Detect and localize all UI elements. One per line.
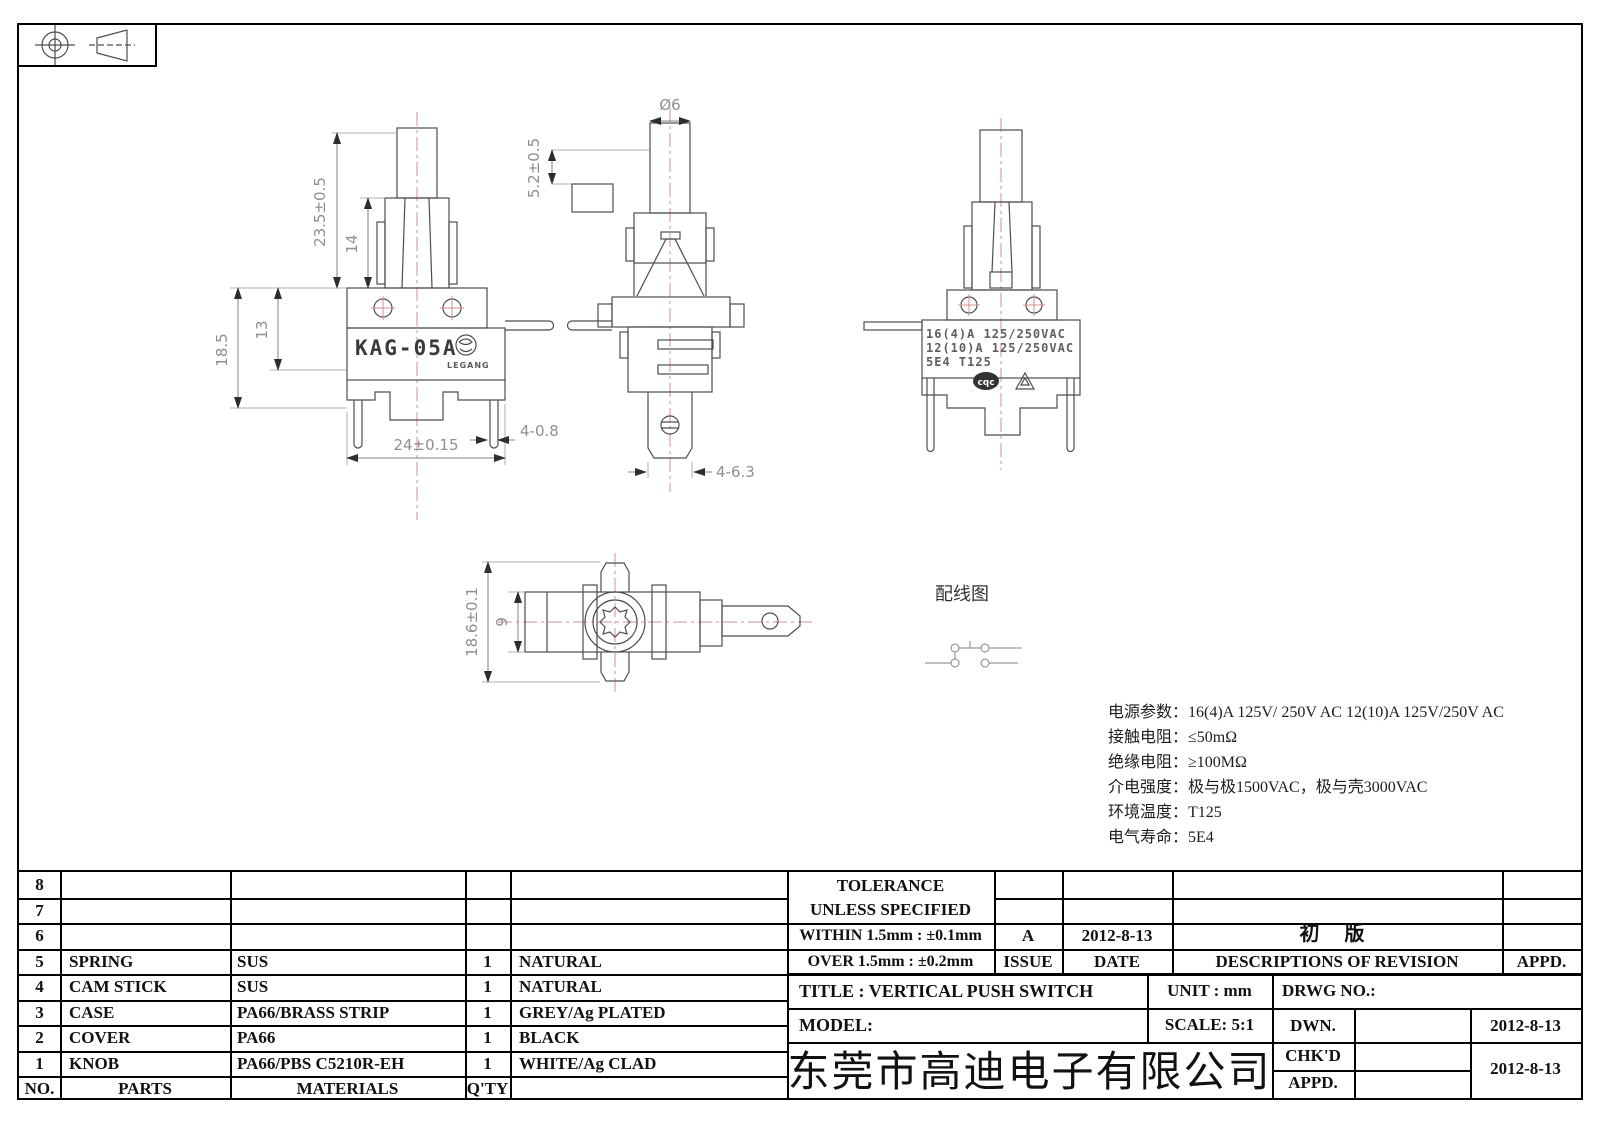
dim-front-body-upper: 13	[253, 320, 271, 339]
col-header-qty: Q'TY	[466, 1079, 509, 1098]
electrical-specs: 电源参数：16(4)A 125V/ 250V AC 12(10)A 125V/2…	[1108, 700, 1578, 850]
row-no: 5	[35, 952, 44, 971]
scale-label: SCALE: 5:1	[1164, 1015, 1255, 1034]
part-name: SPRING	[69, 952, 134, 971]
part-remark: WHITE/Ag CLAD	[519, 1054, 657, 1073]
company-name: 东莞市高迪电子有限公司	[787, 1048, 1272, 1095]
dim-front-body-height: 18.5	[213, 333, 231, 366]
unit-label: UNIT : mm	[1167, 981, 1252, 1000]
col-header-parts: PARTS	[118, 1079, 172, 1098]
tolerance-title: TOLERANCE	[836, 876, 945, 895]
technical-drawing: KAG-05A LEGANG 23.5±0.5 14 18.5 13 24±0.…	[213, 96, 1081, 692]
rating-line-2: 12(10)A 125/250VAC	[926, 341, 1074, 355]
front-logo-text: LEGANG	[447, 361, 490, 370]
revision-appd-label: APPD.	[1516, 952, 1567, 971]
row-no: 8	[35, 875, 44, 894]
part-remark: NATURAL	[519, 952, 602, 971]
part-material: PA66/PBS C5210R-EH	[237, 1054, 405, 1073]
spec-contact-resistance: 接触电阻：≤50mΩ	[1108, 729, 1238, 746]
part-remark: GREY/Ag PLATED	[519, 1003, 666, 1022]
triangle-cert-icon	[1014, 371, 1036, 390]
col-header-no: NO.	[24, 1079, 55, 1098]
part-remark: BLACK	[519, 1028, 580, 1047]
dwn-date: 2012-8-13	[1490, 1016, 1561, 1035]
dwn-label: DWN.	[1290, 1016, 1336, 1035]
part-remark: NATURAL	[519, 977, 602, 996]
part-qty: 1	[483, 1028, 492, 1047]
row-no: 4	[35, 977, 44, 996]
dim-top-length: 18.6±0.1	[463, 587, 481, 657]
part-qty: 1	[483, 952, 492, 971]
part-name: KNOB	[69, 1054, 120, 1073]
revision-issue-label: ISSUE	[1003, 952, 1053, 971]
revision-date-value: 2012-8-13	[1081, 926, 1153, 945]
dim-side-plunger-dia: Ø6	[659, 96, 680, 114]
spec-life: 电气寿命：5E4	[1108, 829, 1214, 846]
back-view: 16(4)A 125/250VAC 12(10)A 125/250VAC 5E4…	[863, 118, 1081, 470]
projection-symbols	[35, 25, 135, 65]
part-qty: 1	[483, 1054, 492, 1073]
side-view: Ø6 5.2±0.5 4-6.3	[525, 96, 755, 492]
tolerance-over: OVER 1.5mm : ±0.2mm	[807, 953, 974, 970]
chkd-date: 2012-8-13	[1490, 1059, 1561, 1078]
dim-front-total-height: 23.5±0.5	[311, 177, 329, 247]
spec-temperature: 环境温度：T125	[1108, 804, 1222, 821]
spec-dielectric: 介电强度：极与极1500VAC，极与壳3000VAC	[1108, 779, 1428, 796]
top-view: 18.6±0.1 9	[463, 553, 815, 692]
wiring-title: 配线图	[935, 584, 989, 604]
revision-description-label: DESCRIPTIONS OF REVISION	[1215, 952, 1459, 971]
drwg-no-label: DRWG NO.:	[1282, 981, 1376, 1000]
row-no: 2	[35, 1028, 44, 1047]
svg-text:cqc: cqc	[977, 378, 994, 388]
wiring-diagram: 配线图	[925, 584, 1022, 668]
part-qty: 1	[483, 1003, 492, 1022]
appd-label: APPD.	[1288, 1073, 1338, 1092]
col-header-materials: MATERIALS	[296, 1079, 399, 1098]
dim-side-terminal: 4-6.3	[716, 463, 755, 481]
front-model-label: KAG-05A	[355, 336, 458, 360]
revision-issue-value: A	[1021, 926, 1035, 945]
dim-side-travel: 5.2±0.5	[525, 138, 543, 198]
dim-front-knob-height: 14	[343, 234, 361, 253]
part-qty: 1	[483, 977, 492, 996]
part-name: CASE	[69, 1003, 115, 1022]
brand-logo-icon	[455, 334, 477, 356]
rating-line-3: 5E4 T125	[926, 355, 992, 369]
part-material: PA66/BRASS STRIP	[237, 1003, 390, 1022]
revision-description-value: 初 版	[1299, 923, 1375, 945]
row-no: 3	[35, 1003, 44, 1022]
front-view: KAG-05A LEGANG 23.5±0.5 14 18.5 13 24±0.…	[213, 112, 559, 520]
row-no: 1	[35, 1054, 44, 1073]
projection-cone-icon	[89, 29, 135, 62]
revision-date-label: DATE	[1094, 952, 1140, 971]
title-block: 8 7 6 5 SPRING SUS 1 NATURAL 4 CAM STICK…	[17, 870, 1583, 1100]
rating-line-1: 16(4)A 125/250VAC	[926, 327, 1066, 341]
tolerance-within: WITHIN 1.5mm : ±0.1mm	[799, 927, 982, 944]
part-material: SUS	[237, 977, 269, 996]
drawing-title: TITLE : VERTICAL PUSH SWITCH	[799, 981, 1094, 1001]
part-name: COVER	[69, 1028, 131, 1047]
dim-top-inner: 9	[493, 617, 511, 627]
chkd-label: CHK'D	[1285, 1046, 1341, 1065]
projection-symbol-box	[17, 23, 157, 67]
dim-front-width: 24±0.15	[393, 436, 458, 454]
part-material: SUS	[237, 952, 269, 971]
part-name: CAM STICK	[69, 977, 167, 996]
part-material: PA66	[237, 1028, 276, 1047]
spec-power: 电源参数：16(4)A 125V/ 250V AC 12(10)A 125V/2…	[1108, 704, 1504, 721]
row-no: 6	[35, 926, 44, 945]
tolerance-subtitle: UNLESS SPECIFIED	[809, 900, 972, 919]
projection-target-icon	[35, 25, 75, 65]
dim-front-leg: 4-0.8	[520, 422, 559, 440]
row-no: 7	[35, 901, 44, 920]
model-label: MODEL:	[799, 1015, 873, 1035]
spec-insulation-resistance: 绝缘电阻：≥100MΩ	[1108, 754, 1247, 771]
cqc-cert-icon: cqc	[973, 372, 999, 390]
